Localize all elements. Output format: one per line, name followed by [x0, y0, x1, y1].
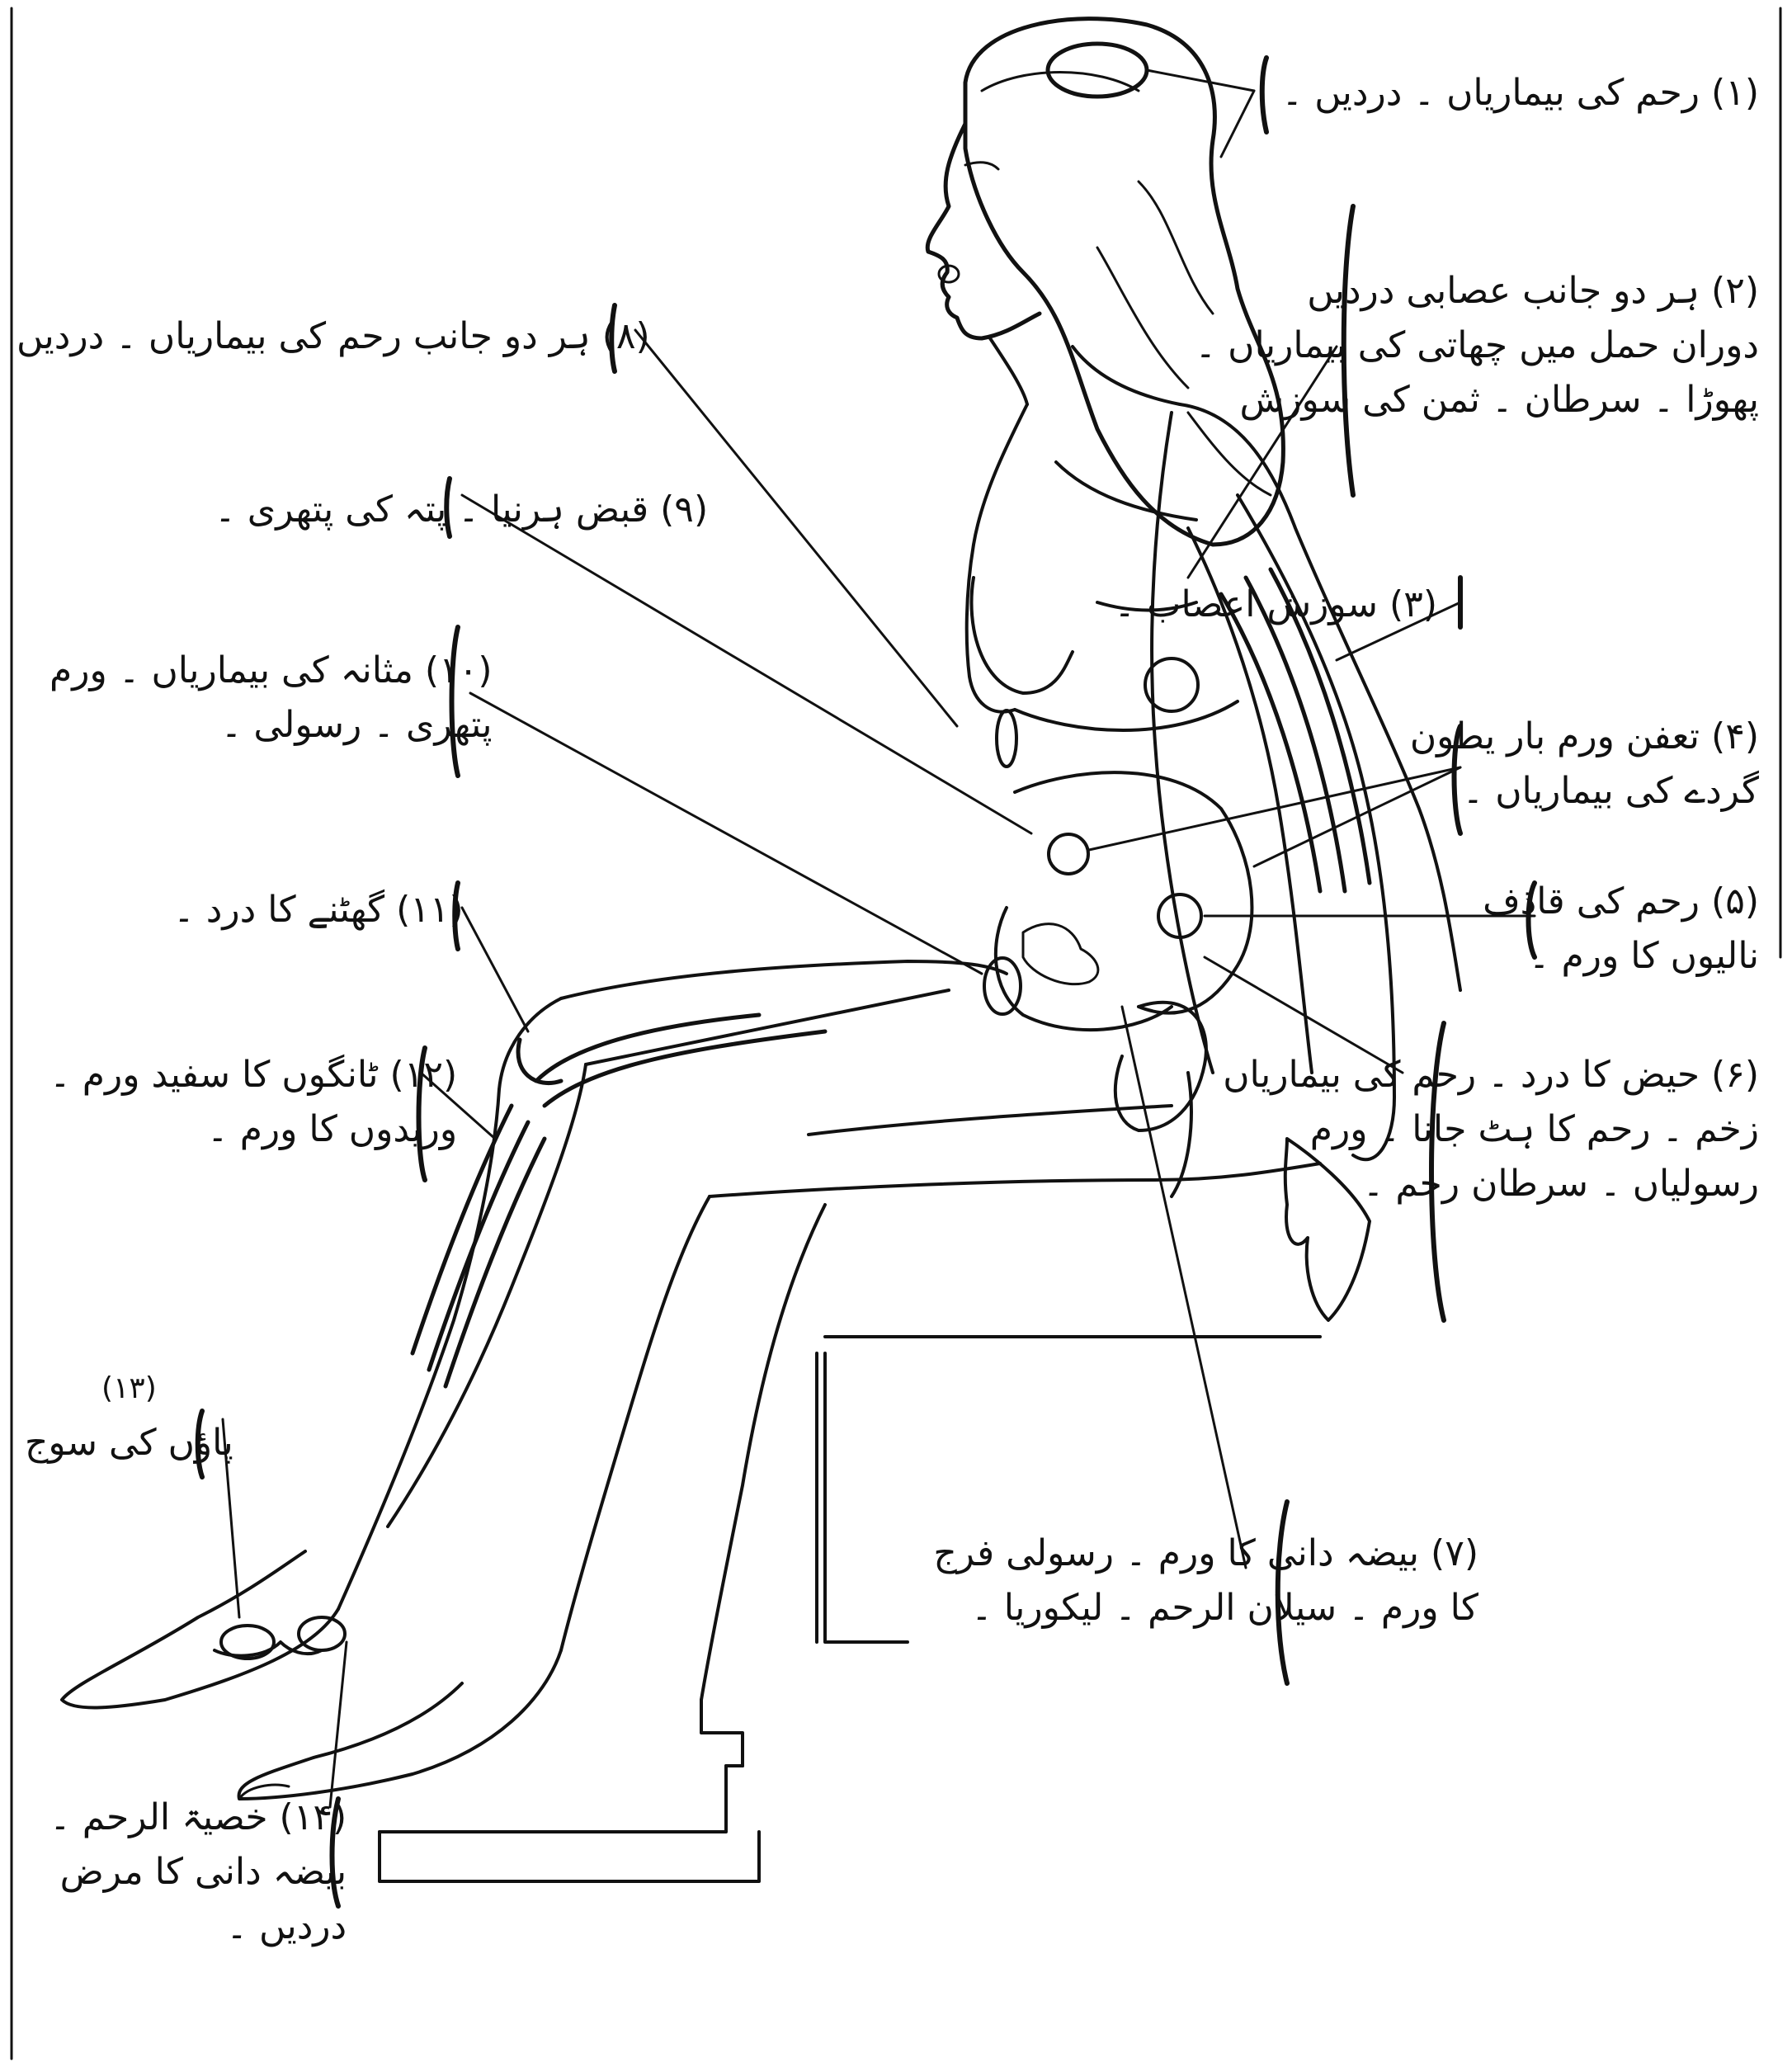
label-13: (۱۳) پاؤں کی سوج	[25, 1361, 233, 1470]
label-10-line-2: پتھری ۔ رسولی ۔	[50, 698, 493, 753]
seat-base	[825, 1353, 908, 1642]
label-5-line-1: (۵) رحم کی قاذف	[1483, 875, 1759, 929]
label-1-line-1: (۱) رحم کی بیماریاں ۔ دردیں ۔	[1281, 66, 1759, 120]
label-11-line-1: (۱۱) گھٹنے کا درد ۔	[173, 883, 464, 937]
label-2-line-1: (۲) ہر دو جانب عصابی دردیں	[1195, 264, 1759, 319]
label-9: (۹) قبض ہرنیا ۔ پتہ کی پتھری ۔	[215, 483, 708, 537]
step-2	[380, 1766, 743, 1832]
label-6: (۶) حیض کا درد ۔ رحم کی بیماریاں زخم ۔ ر…	[1223, 1048, 1759, 1211]
label-8-line-1: (۸) ہر دو جانب رحم کی بیماریاں ۔ دردیں	[17, 309, 650, 364]
marker-hernia	[997, 710, 1016, 767]
label-4-line-2: گردے کی بیماریاں ۔	[1410, 764, 1759, 819]
label-2: (۲) ہر دو جانب عصابی دردیں دوران حمل میں…	[1195, 264, 1759, 427]
thigh-bottom	[586, 990, 949, 1064]
label-14-line-3: دردیں ۔	[50, 1899, 347, 1954]
label-12-line-2: وریدوں کا ورم ۔	[50, 1102, 457, 1157]
label-13-number: (۱۳)	[25, 1361, 233, 1416]
foot-front	[62, 1551, 338, 1707]
foot-spot-2	[299, 1617, 345, 1650]
leg-stripe-4	[429, 1122, 528, 1370]
leader-11	[462, 908, 528, 1031]
back-leg-rear	[701, 1205, 825, 1700]
leg-stripe-5	[446, 1139, 545, 1386]
label-14-line-1: (۱۴) خصیۃ الرحم ۔	[50, 1791, 347, 1845]
leader-9	[462, 495, 1031, 833]
label-14: (۱۴) خصیۃ الرحم ۔ بیضہ دانی کا مرض دردیں…	[50, 1791, 347, 1954]
bracket-1	[1262, 58, 1266, 132]
head-spot	[1048, 44, 1147, 97]
leg-stripe-1	[536, 1015, 759, 1081]
lap-line	[809, 1106, 1172, 1135]
shoulder-back	[1180, 404, 1460, 990]
back-leg-shin	[561, 1196, 710, 1650]
ribs-line	[1056, 462, 1196, 520]
label-3-line-1: (۳) سوزش اعصاب ۔	[1114, 578, 1437, 632]
label-5: (۵) رحم کی قاذف نالیوں کا ورم ۔	[1483, 875, 1759, 984]
label-14-line-2: بیضہ دانی کا مرض	[50, 1845, 347, 1899]
label-1: (۱) رحم کی بیماریاں ۔ دردیں ۔	[1281, 66, 1759, 120]
label-3: (۳) سوزش اعصاب ۔	[1114, 578, 1437, 632]
label-9-line-1: (۹) قبض ہرنیا ۔ پتہ کی پتھری ۔	[215, 483, 708, 537]
label-5-line-2: نالیوں کا ورم ۔	[1483, 929, 1759, 984]
hair-wave-3	[1097, 248, 1188, 388]
neck-front	[990, 338, 1027, 404]
label-4-line-1: (۴) تعفن ورم بار یطون	[1410, 710, 1759, 764]
marker-kidney	[1049, 834, 1088, 874]
step-1	[701, 1700, 743, 1766]
label-7-line-2: کا ورم ۔ سیلان الرحم ۔ لیکوریا ۔	[933, 1581, 1478, 1635]
label-12-line-1: (۱۲) ٹانگوں کا سفید ورم ۔	[50, 1048, 457, 1102]
label-2-line-3: پھوڑا ۔ سرطان ۔ ثمن کی سوزش	[1195, 373, 1759, 427]
label-7: (۷) بیضہ دانی کا ورم ۔ رسولی فرج کا ورم …	[933, 1527, 1478, 1635]
waist-line	[1015, 701, 1238, 730]
neck-back	[1073, 347, 1180, 404]
label-6-line-1: (۶) حیض کا درد ۔ رحم کی بیماریاں	[1223, 1048, 1759, 1102]
step-3	[380, 1832, 759, 1881]
leader-10	[470, 693, 982, 974]
label-8: (۸) ہر دو جانب رحم کی بیماریاں ۔ دردیں	[17, 309, 650, 364]
leader-14	[330, 1642, 347, 1807]
breast	[972, 578, 1073, 693]
label-2-line-2: دوران حمل میں چھاتی کی بیماریاں ۔	[1195, 319, 1759, 373]
shoulder-front	[967, 404, 1027, 712]
foot-back	[239, 1650, 561, 1799]
label-13-line-1: پاؤں کی سوج	[25, 1416, 233, 1470]
label-10-line-1: (۱۰) مثانہ کی بیماریاں ۔ ورم	[50, 644, 493, 698]
pelvis-outline	[996, 908, 1172, 1030]
label-6-line-2: زخم ۔ رحم کا ہٹ جانا ۔ ورم	[1223, 1102, 1759, 1157]
label-10: (۱۰) مثانہ کی بیماریاں ۔ ورم پتھری ۔ رسو…	[50, 644, 493, 753]
face-profile	[927, 124, 1040, 338]
abdomen-outline	[1015, 772, 1252, 1013]
label-6-line-3: رسولیاں ۔ سرطان رحم ۔	[1223, 1157, 1759, 1211]
label-11: (۱۱) گھٹنے کا درد ۔	[173, 883, 464, 937]
label-4: (۴) تعفن ورم بار یطون گردے کی بیماریاں ۔	[1410, 710, 1759, 819]
label-12: (۱۲) ٹانگوں کا سفید ورم ۔ وریدوں کا ورم …	[50, 1048, 457, 1157]
uterus-shape	[1023, 924, 1098, 984]
back-line	[1152, 413, 1213, 1073]
leader-1b	[1221, 91, 1254, 157]
leader-1	[1147, 70, 1254, 91]
foot-spot-1	[221, 1626, 274, 1659]
label-7-line-1: (۷) بیضہ دانی کا ورم ۔ رسولی فرج	[933, 1527, 1478, 1581]
